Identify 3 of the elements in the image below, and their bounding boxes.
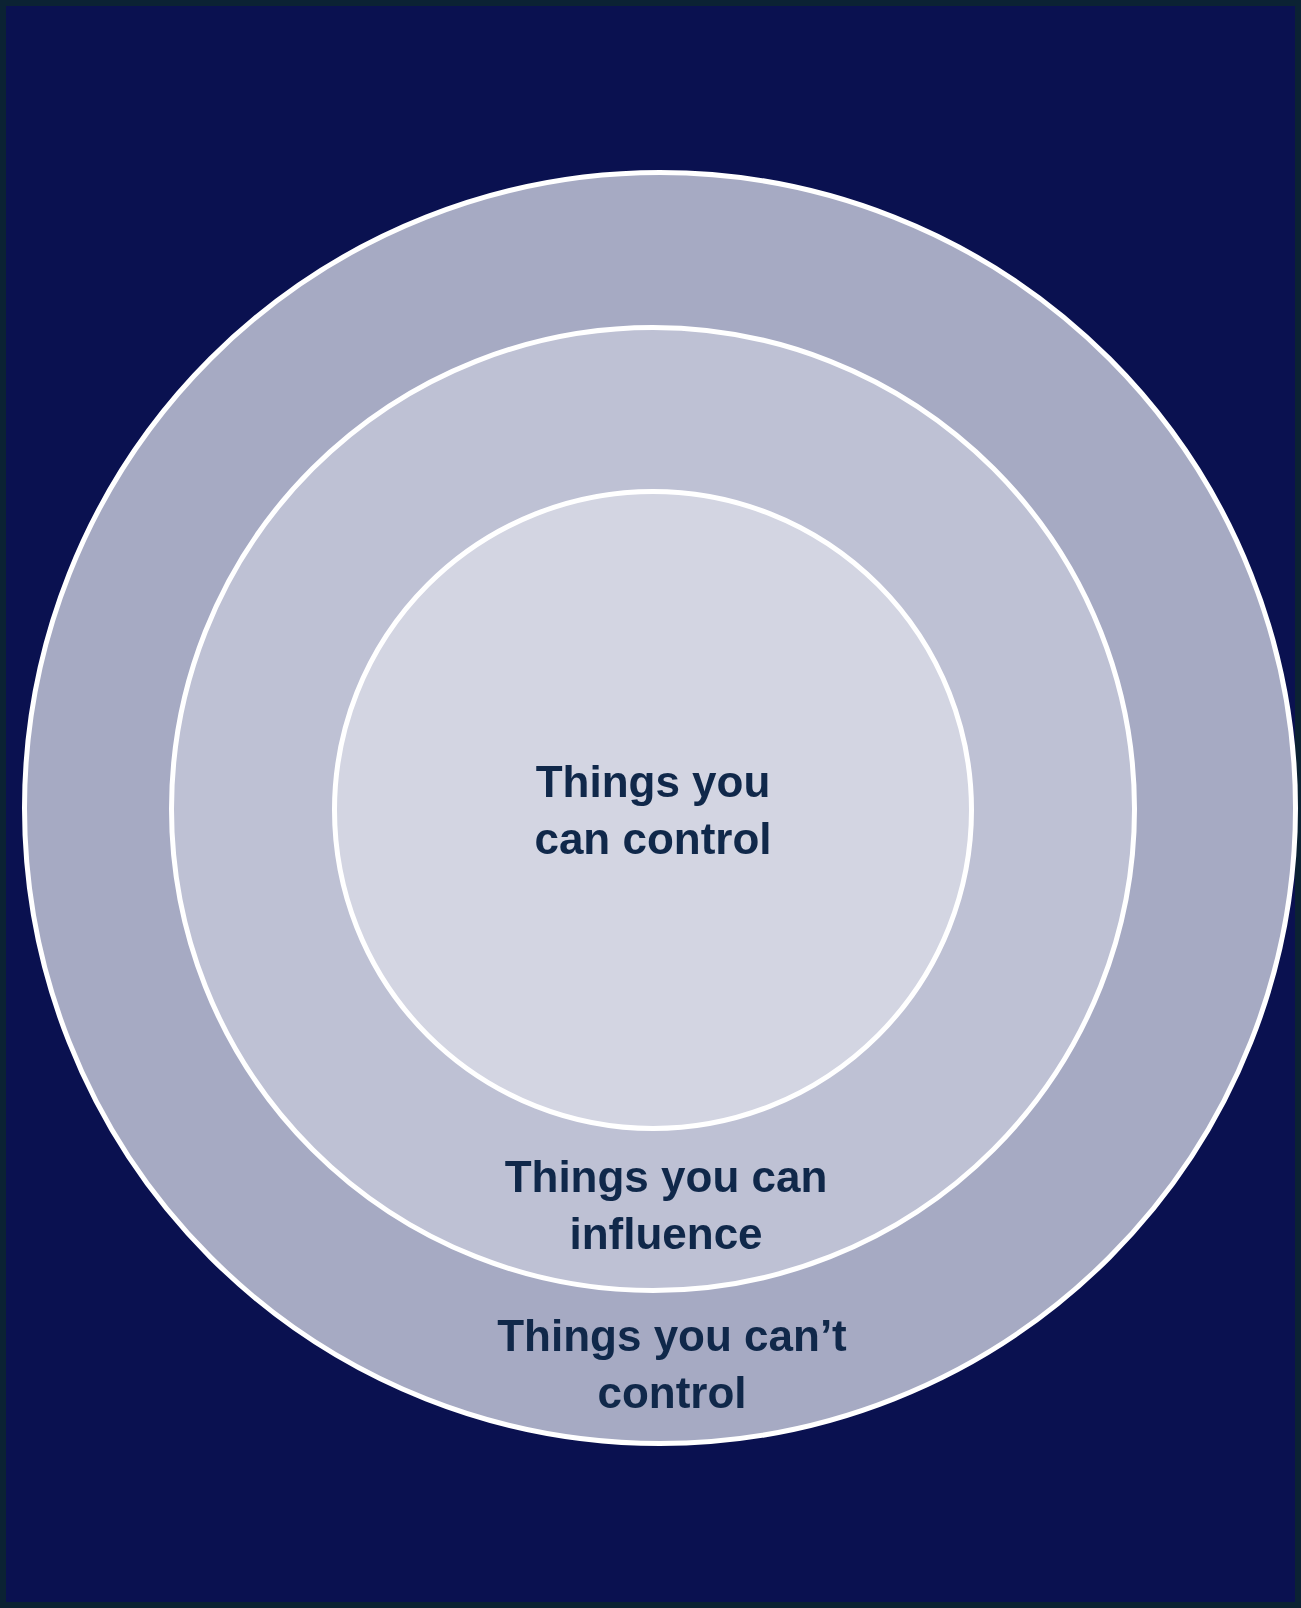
circle-label: Things you can influence [503,1151,829,1260]
circle-label: Things you can control [533,756,773,865]
circle-label: Things you can’t control [496,1310,848,1419]
